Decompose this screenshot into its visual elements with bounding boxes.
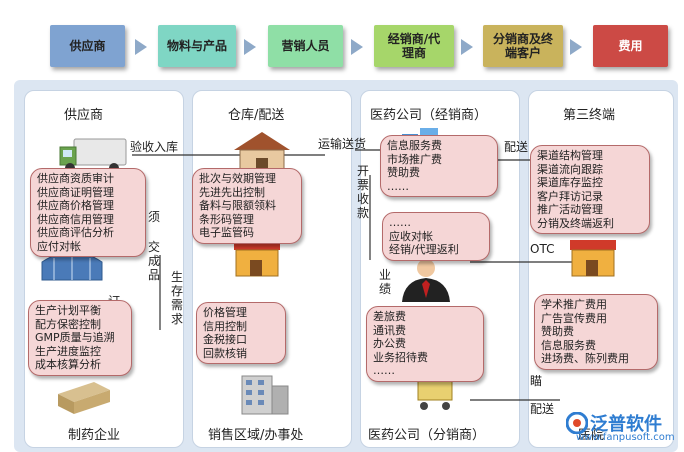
callout-item: 广告宣传费用 (541, 311, 607, 325)
flow-step-label: 营销人员 (281, 39, 330, 53)
flow-step-supplier: 供应商 (50, 25, 125, 67)
callout-item: 通讯费 (373, 323, 406, 337)
callout-item: 信用控制 (203, 319, 247, 333)
logo-name: 泛普软件 (590, 414, 662, 435)
factory-icon (41, 251, 103, 281)
col-title-supplier: 供应商 (64, 108, 104, 123)
callout-hospital: 学术推广费用 广告宣传费用 赞助费 信息服务费 进场费、陈列费用 (534, 294, 658, 370)
callout-item: 金税接口 (203, 333, 247, 346)
callout-item: 回款核销 (203, 346, 247, 360)
col-title-terminal: 第三终端 (563, 108, 616, 123)
callout-item: 赞助费 (541, 325, 574, 338)
vlabel-invoice-collection: 开票收款 (356, 164, 369, 220)
logo-mark-icon (566, 412, 588, 434)
callout-item: 业务招待费 (373, 350, 428, 364)
manufacturer-building-icon (58, 382, 110, 414)
flow-arrow (461, 39, 473, 55)
col-title-hospital: 医院 (578, 428, 605, 443)
flow-arrow (244, 39, 256, 55)
vlabel-finished-goods: 交成品 (147, 240, 160, 282)
callout-item: 电子监管码 (199, 226, 254, 239)
label-transport-delivery: 运输送货 (318, 137, 367, 151)
callout-terminal: 渠道结构管理 渠道流向跟踪 渠道库存监控 客户拜访记录 推广活动管理 分销及终端… (530, 145, 650, 234)
office-building-icon (241, 375, 289, 415)
flow-step-label: 供应商 (69, 39, 106, 53)
flow-step-costs: 费用 (593, 25, 668, 67)
vlabel-partial-left: 须 (147, 210, 160, 224)
callout-item: 分销及终端返利 (537, 216, 614, 230)
callout-item: 差旅费 (373, 310, 406, 323)
callout-item: 供应商信用管理 (37, 212, 114, 226)
businessman-icon (402, 259, 450, 302)
label-deliver-top: 配送 (504, 140, 529, 154)
callout-item: …… (373, 364, 395, 377)
callout-distributor-top: 信息服务费 市场推广费 赞助费 …… (380, 135, 498, 197)
callout-item: 供应商价格管理 (37, 199, 114, 212)
callout-item: GMP质量与追溯 (35, 331, 115, 344)
callout-item: 学术推广费用 (541, 298, 607, 311)
shop-icon (234, 240, 280, 277)
callout-item: 成本核算分析 (35, 358, 101, 371)
callout-item: 信息服务费 (387, 139, 442, 152)
callout-item: 批次与效期管理 (199, 172, 276, 185)
label-receive-stock: 验收入库 (130, 140, 179, 154)
flow-arrow (351, 39, 363, 55)
flow-step-sales-staff: 营销人员 (268, 25, 343, 67)
callout-item: 条形码管理 (199, 212, 254, 226)
callout-item: 应付对帐 (37, 239, 81, 253)
flow-step-label: 物料与产品 (166, 39, 227, 53)
callout-item: 价格管理 (203, 306, 247, 319)
col-title-sales-area: 销售区域/办事处 (208, 428, 304, 443)
flow-step-materials: 物料与产品 (158, 25, 236, 67)
callout-item: 生产进度监控 (35, 344, 101, 358)
flow-step-label: 经销商/代 理商 (387, 32, 441, 60)
shop-icon (570, 240, 616, 277)
callout-item: 信息服务费 (541, 338, 596, 352)
callout-item: 客户拜访记录 (537, 189, 603, 203)
col-title-sub-distributor: 医药公司（分销商） (368, 428, 486, 443)
callout-item: 推广活动管理 (537, 203, 603, 216)
callout-supplier: 供应商资质审计 供应商证明管理 供应商价格管理 供应商信用管理 供应商评估分析 … (30, 168, 146, 257)
callout-warehouse: 批次与效期管理 先进先出控制 备料与限额领料 条形码管理 电子监管码 (192, 168, 302, 244)
callout-item: 办公费 (373, 337, 406, 350)
label-otc: OTC (530, 242, 555, 256)
brand-logo: 泛普软件 www.fanpusoft.com (566, 408, 678, 448)
callout-item: 先进先出控制 (199, 185, 265, 199)
callout-item: 供应商证明管理 (37, 185, 114, 199)
callout-item: 进场费、陈列费用 (541, 352, 629, 365)
callout-item: 供应商资质审计 (37, 172, 114, 185)
callout-item: …… (389, 216, 411, 229)
callout-manufacturer: 生产计划平衡 配方保密控制 GMP质量与追溯 生产进度监控 成本核算分析 (28, 300, 132, 376)
vlabel-performance: 业绩 (378, 268, 391, 296)
flow-arrow (135, 39, 147, 55)
flow-step-label: 分销商及终 端客户 (492, 32, 553, 60)
flow-step-distributor: 经销商/代 理商 (374, 25, 454, 67)
callout-item: 应收对帐 (389, 229, 433, 243)
label-partial-bottom: 瞄 (530, 374, 543, 388)
logo-url: www.fanpusoft.com (576, 432, 675, 443)
callout-item: 渠道流向跟踪 (537, 162, 603, 176)
col-title-distributor: 医药公司（经销商） (370, 108, 488, 123)
flow-step-label: 费用 (618, 39, 643, 53)
callout-item: 渠道结构管理 (537, 149, 603, 162)
callout-item: 配方保密控制 (35, 317, 101, 331)
callout-item: 市场推广费 (387, 152, 442, 166)
callout-item: 渠道库存监控 (537, 176, 603, 189)
callout-distributor-mid: …… 应收对帐 经销/代理返利 (382, 212, 490, 261)
callout-item: 生产计划平衡 (35, 304, 101, 317)
flow-step-retailer: 分销商及终 端客户 (483, 25, 563, 67)
flow-arrow (570, 39, 582, 55)
callout-item: 赞助费 (387, 166, 420, 179)
callout-item: 经销/代理返利 (389, 243, 459, 256)
label-deliver-bottom: 配送 (530, 402, 555, 416)
vlabel-production-demand: 生存需求 (170, 270, 183, 326)
col-title-manufacturer: 制药企业 (68, 428, 121, 443)
callout-item: 备料与限额领料 (199, 199, 276, 212)
callout-staff-costs: 差旅费 通讯费 办公费 业务招待费 …… (366, 306, 484, 382)
callout-sales-area: 价格管理 信用控制 金税接口 回款核销 (196, 302, 286, 364)
col-title-warehouse: 仓库/配送 (228, 108, 285, 123)
callout-item: 供应商评估分析 (37, 226, 114, 239)
callout-item: …… (387, 179, 409, 193)
